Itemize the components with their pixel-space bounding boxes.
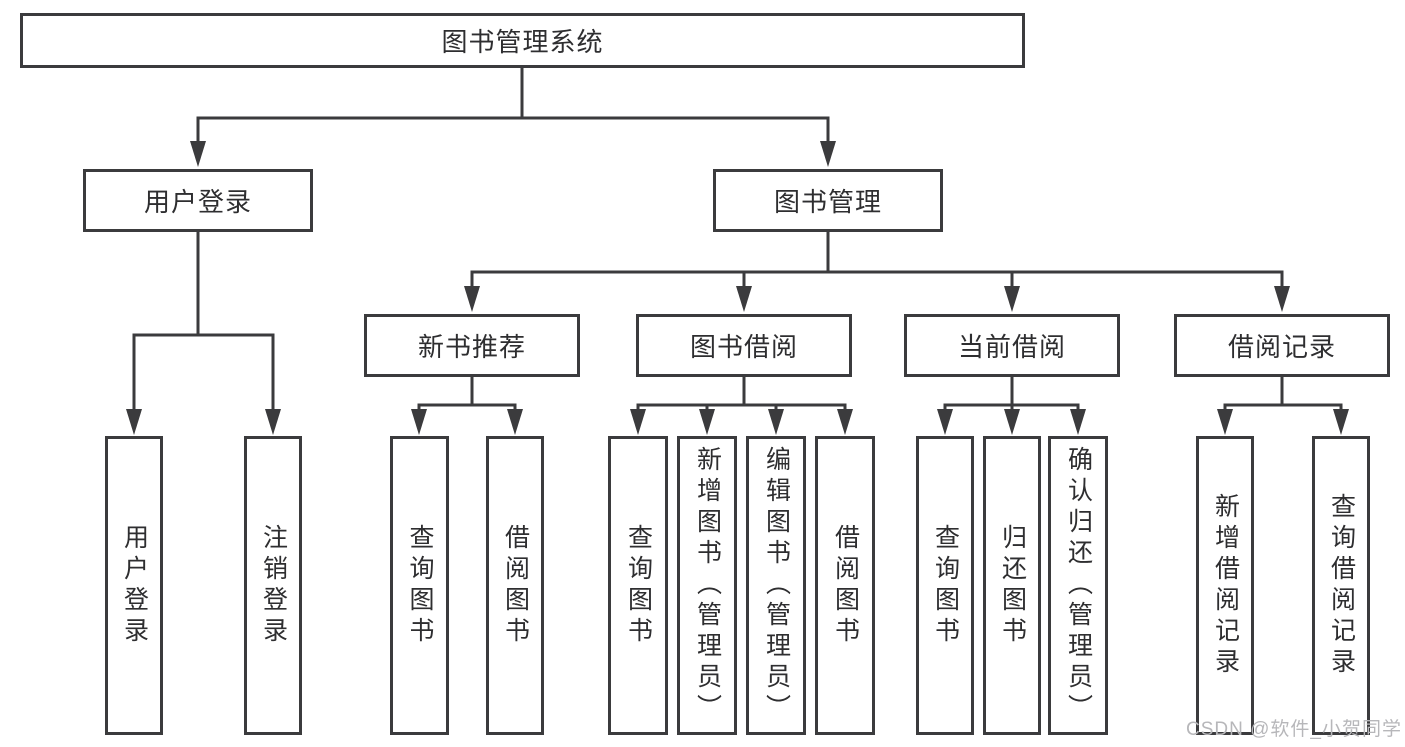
node-book-borrow: 图书借阅 [636, 314, 852, 377]
node-borrow-books-recommend: 借阅图书 [486, 436, 544, 735]
node-query-books-borrow: 查询图书 [608, 436, 668, 735]
node-user-login: 用户登录 [83, 169, 313, 232]
node-label: 新增图书（管理员） [693, 446, 722, 725]
node-label: 借阅图书 [831, 523, 860, 648]
node-confirm-return-admin: 确认归还（管理员） [1048, 436, 1108, 735]
node-label: 新增借阅记录 [1211, 492, 1240, 679]
node-add-borrow-record: 新增借阅记录 [1196, 436, 1254, 735]
node-root: 图书管理系统 [20, 13, 1025, 68]
node-label: 查询借阅记录 [1327, 492, 1356, 679]
node-borrow-records: 借阅记录 [1174, 314, 1390, 377]
node-add-book-admin: 新增图书（管理员） [677, 436, 737, 735]
node-label: 编辑图书（管理员） [762, 446, 791, 725]
node-query-borrow-record: 查询借阅记录 [1312, 436, 1370, 735]
node-label: 注销登录 [259, 523, 288, 648]
watermark: CSDN @软件_小贺同学 [1186, 719, 1402, 740]
node-current-borrow: 当前借阅 [904, 314, 1120, 377]
node-edit-book-admin: 编辑图书（管理员） [746, 436, 806, 735]
node-new-book-recommend: 新书推荐 [364, 314, 580, 377]
node-label: 用户登录 [120, 523, 149, 648]
node-label: 归还图书 [998, 523, 1027, 648]
node-query-books-current: 查询图书 [916, 436, 974, 735]
node-label: 查询图书 [624, 523, 653, 648]
node-label: 确认归还（管理员） [1064, 446, 1093, 725]
node-label: 查询图书 [406, 523, 434, 648]
node-user-login-leaf: 用户登录 [105, 436, 163, 735]
node-book-management: 图书管理 [713, 169, 943, 232]
node-query-books-recommend: 查询图书 [390, 436, 449, 735]
node-logout-leaf: 注销登录 [244, 436, 302, 735]
node-return-books: 归还图书 [983, 436, 1041, 735]
node-borrow-books-leaf: 借阅图书 [815, 436, 875, 735]
node-label: 借阅图书 [501, 523, 530, 648]
node-label: 查询图书 [931, 523, 960, 648]
